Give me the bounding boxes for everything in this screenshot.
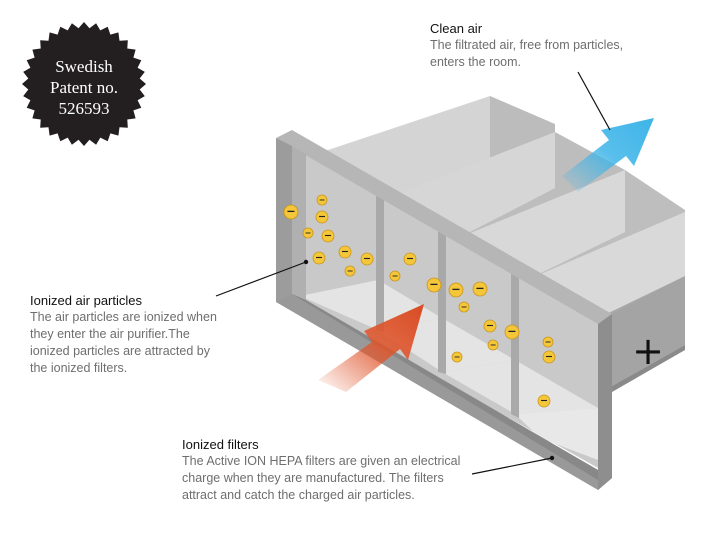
negative-particle xyxy=(472,281,488,297)
frame-right xyxy=(598,314,612,490)
patent-seal xyxy=(22,22,146,146)
ionized-particles-leader xyxy=(215,261,307,297)
negative-particle xyxy=(451,351,463,363)
negative-charge-symbol: − xyxy=(475,282,484,295)
frame-side xyxy=(612,276,685,386)
ionized-particles-leader-dot xyxy=(303,259,309,265)
negative-charge-symbol: − xyxy=(454,352,461,361)
frame-side-lower xyxy=(612,345,685,392)
seal-line-1: Swedish xyxy=(55,57,113,76)
ionized-particles-desc-line: they enter the air purifier.The xyxy=(30,327,190,341)
clean-air-leader xyxy=(577,71,611,131)
seal-badge xyxy=(22,22,146,146)
clean-air-callout: Clean air The filtrated air, free from p… xyxy=(430,20,623,71)
pocket-floor xyxy=(442,360,598,414)
negative-charge-symbol: − xyxy=(540,396,548,407)
ionized-particles-desc-line: the ionized filters. xyxy=(30,361,128,375)
dirty-air-arrow xyxy=(318,304,424,392)
filter-wall xyxy=(438,228,446,374)
frame-left-inner xyxy=(292,146,306,310)
ionized-particles-desc-line: The air particles are ionized when xyxy=(30,310,217,324)
negative-particle xyxy=(504,324,520,340)
negative-particle xyxy=(344,265,356,277)
ionized-particles-callout: Ionized air particles The air particles … xyxy=(30,292,217,377)
negative-charge-symbol: − xyxy=(347,266,354,275)
negative-particle xyxy=(537,394,551,408)
negative-particle xyxy=(283,204,299,220)
ionized-filters-desc-line: attract and catch the charged air partic… xyxy=(182,488,415,502)
ionized-filters-leader xyxy=(471,457,553,475)
ionized-filters-title: Ionized filters xyxy=(182,437,259,452)
negative-particle xyxy=(302,227,314,239)
negative-particle xyxy=(360,252,374,266)
negative-particle xyxy=(458,301,470,313)
negative-charge-symbol: − xyxy=(286,205,295,218)
seal-line-3: 526593 xyxy=(58,99,110,118)
ionized-particles: −−−−−−−−−−−−−−−−−−−−−− xyxy=(283,194,556,408)
negative-particle xyxy=(448,282,464,298)
negative-charge-symbol: − xyxy=(429,278,438,291)
clean-air-title: Clean air xyxy=(430,21,483,36)
negative-particle xyxy=(542,336,554,348)
negative-charge-symbol: − xyxy=(451,283,460,296)
filter-wall xyxy=(376,192,384,332)
ionized-particles-title: Ionized air particles xyxy=(30,293,142,308)
negative-charge-symbol: − xyxy=(315,253,323,264)
frame-top xyxy=(276,130,612,324)
negative-charge-symbol: − xyxy=(486,321,494,332)
frame-left xyxy=(276,138,292,310)
negative-particle xyxy=(487,339,499,351)
negative-charge-symbol: − xyxy=(490,340,497,349)
filter-frame xyxy=(276,130,685,490)
negative-charge-symbol: − xyxy=(545,337,552,346)
clean-air-desc-line: The filtrated air, free from particles, xyxy=(430,38,624,52)
negative-charge-symbol: − xyxy=(392,271,399,280)
negative-particle xyxy=(315,210,329,224)
clean-air-arrow xyxy=(562,118,654,192)
negative-particle xyxy=(403,252,417,266)
negative-charge-symbol: − xyxy=(507,325,516,338)
negative-particle xyxy=(426,277,442,293)
filter-wall xyxy=(511,270,519,418)
negative-particle xyxy=(542,350,556,364)
negative-charge-symbol: − xyxy=(461,302,468,311)
negative-particle xyxy=(483,319,497,333)
negative-particle xyxy=(312,251,326,265)
ionized-filters-leader-dot xyxy=(549,455,555,461)
ionized-filters-callout: Ionized filters The Active ION HEPA filt… xyxy=(182,436,460,504)
ionized-filters-desc-line: charge when they are manufactured. The f… xyxy=(182,471,444,485)
positive-charge-symbol: + xyxy=(632,329,664,373)
negative-charge-symbol: − xyxy=(545,352,553,363)
pocket-floor xyxy=(515,408,598,460)
negative-charge-symbol: − xyxy=(324,231,332,242)
negative-charge-symbol: − xyxy=(406,254,414,265)
ionized-filters-desc-line: The Active ION HEPA filters are given an… xyxy=(182,454,461,468)
negative-charge-symbol: − xyxy=(341,247,349,258)
negative-charge-symbol: − xyxy=(363,254,371,265)
frame-bottom-inner xyxy=(292,294,598,480)
pleat xyxy=(322,96,490,196)
negative-particle xyxy=(321,229,335,243)
clean-air-desc-line: enters the room. xyxy=(430,55,522,69)
negative-particle xyxy=(316,194,328,206)
ionized-particles-desc-line: ionized particles are attracted by xyxy=(30,344,210,358)
negative-charge-symbol: − xyxy=(319,195,326,204)
negative-charge-symbol: − xyxy=(305,228,312,237)
negative-charge-symbol: − xyxy=(318,212,326,223)
frame-bottom xyxy=(276,294,612,490)
negative-particle xyxy=(389,270,401,282)
seal-line-2: Patent no. xyxy=(50,78,118,97)
negative-particle xyxy=(338,245,352,259)
